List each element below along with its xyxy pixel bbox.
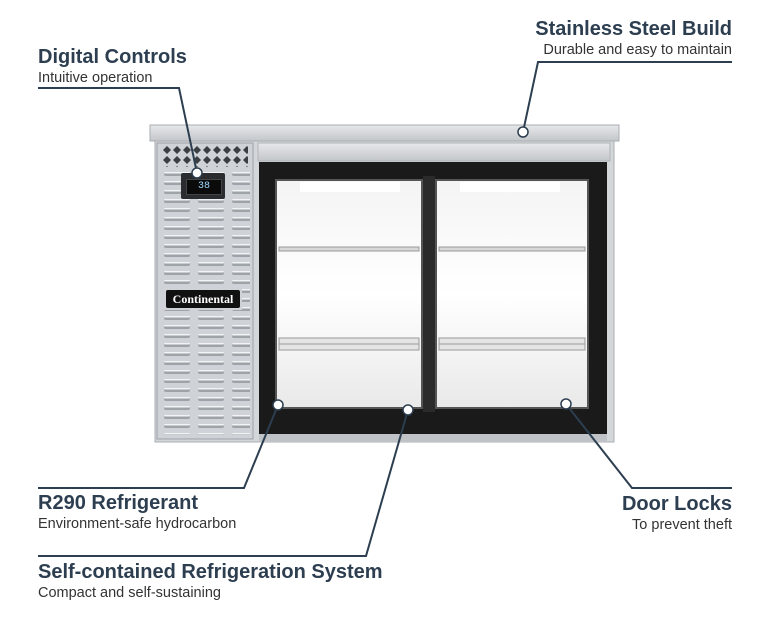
door-locks-title: Door Locks xyxy=(621,493,732,515)
brand-logo: Continental xyxy=(166,290,240,308)
dot-digital-controls xyxy=(191,167,203,179)
callout-stainless-steel: Stainless Steel Build Durable and easy t… xyxy=(535,17,732,59)
temperature-display: 38 xyxy=(186,179,222,195)
callout-refrigeration-system: Self-contained Refrigeration System Comp… xyxy=(38,560,383,602)
callout-door-locks: Door Locks To prevent theft xyxy=(622,492,732,534)
bottom-trim xyxy=(259,434,607,442)
callout-digital-controls: Digital Controls Intuitive operation xyxy=(38,45,187,87)
dot-refrigeration-system xyxy=(402,404,414,416)
left-door-glass xyxy=(275,179,423,409)
vent-grille xyxy=(162,145,248,167)
door-mullion xyxy=(423,176,435,412)
callout-lines xyxy=(38,61,732,557)
door-header xyxy=(257,142,611,162)
dot-refrigerant xyxy=(272,399,284,411)
digital-controls-subtitle: Intuitive operation xyxy=(38,70,153,86)
refrigeration-system-title: Self-contained Refrigeration System xyxy=(38,561,383,583)
shelves xyxy=(278,246,586,351)
stainless-steel-subtitle: Durable and easy to maintain xyxy=(543,42,732,58)
digital-controls-title: Digital Controls xyxy=(38,46,187,68)
right-door-light xyxy=(460,182,560,192)
top-rail xyxy=(149,124,620,142)
left-door-light xyxy=(300,182,400,192)
callout-refrigerant: R290 Refrigerant Environment-safe hydroc… xyxy=(38,491,236,533)
right-door-glass xyxy=(435,179,589,409)
refrigerant-title: R290 Refrigerant xyxy=(38,492,199,514)
stainless-steel-title: Stainless Steel Build xyxy=(535,18,732,40)
callout-dots xyxy=(191,126,572,416)
refrigeration-system-subtitle: Compact and self-sustaining xyxy=(38,585,221,601)
dot-stainless-steel xyxy=(517,126,529,138)
refrigerant-subtitle: Environment-safe hydrocarbon xyxy=(38,516,237,532)
dot-door-locks xyxy=(560,398,572,410)
door-locks-subtitle: To prevent theft xyxy=(632,517,732,533)
